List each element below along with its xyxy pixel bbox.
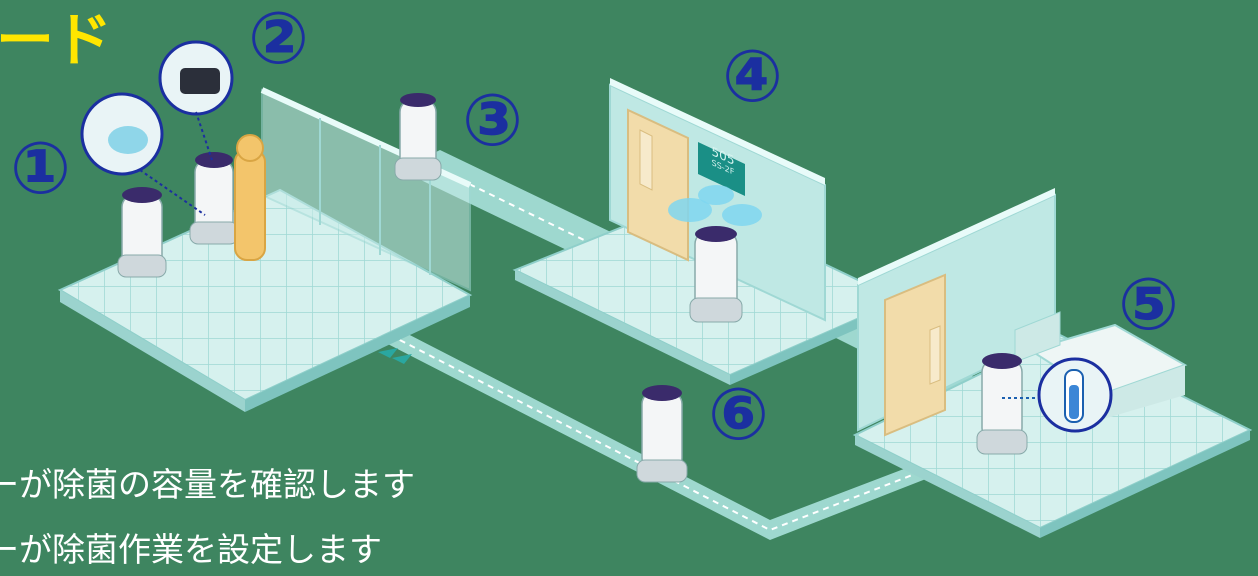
robot-spraying bbox=[668, 185, 762, 323]
caption-line-1: ーが除菌の容量を確認します bbox=[0, 465, 415, 504]
direction-arrow-icon bbox=[378, 348, 398, 358]
zoom-callout-tank bbox=[1037, 357, 1113, 433]
robot bbox=[394, 93, 442, 181]
robot bbox=[189, 152, 239, 245]
step-1-label: ① bbox=[10, 126, 71, 210]
floor-patient-room bbox=[852, 188, 1253, 538]
step-2-label: ② bbox=[248, 0, 309, 80]
step-6-label: ⑥ bbox=[708, 372, 769, 456]
room-sign bbox=[698, 142, 745, 196]
zoom-callout-screen bbox=[158, 40, 234, 161]
robot bbox=[976, 353, 1040, 455]
caption-line-2: ーが除菌作業を設定します bbox=[0, 530, 382, 569]
door bbox=[884, 273, 946, 437]
step-4-label: ④ bbox=[722, 34, 783, 118]
robot bbox=[117, 187, 167, 278]
zoom-callout-sensor bbox=[80, 92, 206, 216]
page-title: ード bbox=[0, 6, 113, 74]
step-3-label: ③ bbox=[462, 78, 523, 162]
step-5-label: ⑤ bbox=[1118, 262, 1179, 346]
person bbox=[234, 134, 266, 261]
direction-arrow-icon bbox=[392, 354, 412, 364]
robot bbox=[636, 385, 688, 483]
